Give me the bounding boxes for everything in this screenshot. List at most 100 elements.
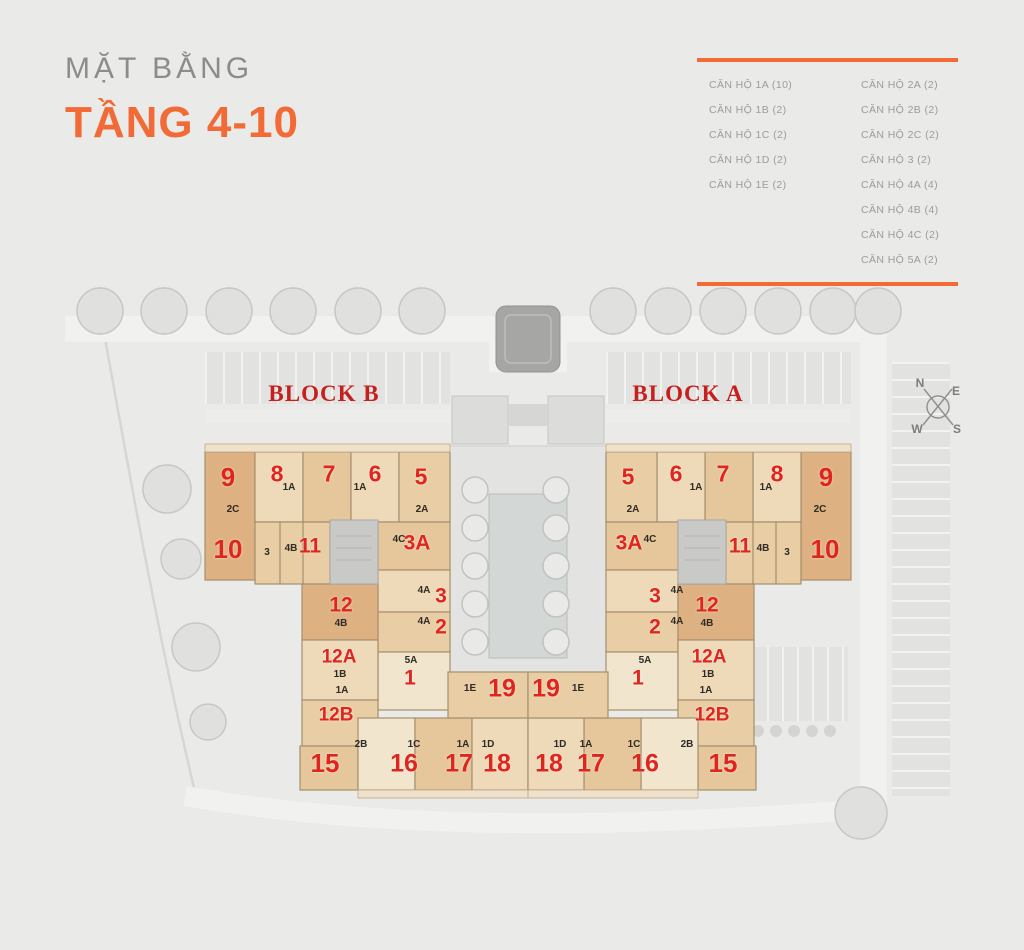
unit-number-16: 16	[390, 749, 418, 778]
unit-number-12b: 12B	[694, 704, 730, 726]
unit-type-1b: 1B	[701, 669, 715, 680]
legend-item: CĂN HỘ 4B (4)	[861, 204, 939, 216]
legend-top-rule	[697, 58, 958, 62]
legend-column-1: CĂN HỘ 1A (10) CĂN HỘ 1B (2) CĂN HỘ 1C (2)…	[709, 79, 845, 267]
legend-item: CĂN HỘ 4C (2)	[861, 229, 940, 241]
legend-bottom-rule	[697, 282, 958, 286]
unit-number-5: 5	[414, 463, 428, 490]
compass-north-label: N	[915, 376, 925, 390]
unit-number-15: 15	[708, 748, 738, 778]
unit-number-19: 19	[532, 674, 560, 703]
unit-number-2: 2	[435, 615, 447, 639]
unit-type-2b: 2B	[354, 739, 368, 750]
unit-number-16: 16	[631, 749, 659, 778]
unit-number-17: 17	[577, 749, 605, 778]
block-label-b: BLOCK B	[268, 381, 380, 406]
legend-item: CĂN HỘ 4A (4)	[861, 179, 938, 191]
compass-rose-icon	[922, 388, 954, 426]
compass-east-label: E	[951, 384, 961, 398]
unit-type-4a: 4A	[670, 585, 684, 596]
unit-type-4b: 4B	[284, 543, 298, 554]
balconies	[204, 443, 852, 799]
unit-type-3: 3	[264, 547, 270, 558]
unit-type-2a: 2A	[626, 504, 640, 515]
unit-type-2c: 2C	[813, 504, 827, 515]
header: MẶT BẰNG TẦNG 4-10	[65, 52, 299, 148]
unit-type-1a: 1A	[699, 685, 713, 696]
unit-number-7: 7	[716, 460, 730, 487]
unit-type-1a: 1A	[353, 482, 367, 493]
unit-number-18: 18	[483, 749, 511, 778]
unit-type-1b: 1B	[333, 669, 347, 680]
unit-number-17: 17	[445, 749, 473, 778]
compass-west-label: W	[911, 422, 923, 436]
unit-type-4b: 4B	[700, 618, 714, 629]
legend-item: CĂN HỘ 1B (2)	[709, 104, 787, 116]
unit-type-5a: 5A	[404, 655, 418, 666]
legend: CĂN HỘ 1A (10) CĂN HỘ 1B (2) CĂN HỘ 1C (2)…	[697, 58, 958, 286]
unit-number-10: 10	[213, 534, 243, 564]
unit-type-3: 3	[784, 547, 790, 558]
entrance-lobby	[451, 305, 605, 445]
parking-areas	[205, 352, 950, 796]
unit-number-2: 2	[649, 615, 661, 639]
legend-item: CĂN HỘ 1A (10)	[709, 79, 793, 91]
tree-icons	[76, 287, 902, 840]
unit-type-1e: 1E	[463, 683, 477, 694]
block-label-a: BLOCK A	[632, 381, 744, 406]
unit-type-1d: 1D	[553, 739, 567, 750]
unit-number-3: 3	[435, 584, 447, 608]
legend-item: CĂN HỘ 5A (2)	[861, 254, 938, 266]
unit-number-3: 3	[649, 584, 661, 608]
unit-number-6: 6	[368, 460, 382, 487]
legend-item: CĂN HỘ 1D (2)	[709, 154, 788, 166]
legend-item: CĂN HỘ 1E (2)	[709, 179, 787, 191]
unit-number-3a: 3A	[403, 531, 431, 555]
unit-type-2a: 2A	[415, 504, 429, 515]
unit-type-1c: 1C	[627, 739, 641, 750]
unit-type-4a: 4A	[417, 616, 431, 627]
courtyard	[449, 445, 607, 673]
legend-item: CĂN HỘ 2B (2)	[861, 104, 939, 116]
unit-number-7: 7	[322, 460, 336, 487]
unit-number-5: 5	[621, 463, 635, 490]
page-subtitle: MẶT BẰNG	[65, 52, 254, 85]
unit-number-6: 6	[669, 460, 683, 487]
unit-type-1a: 1A	[282, 482, 296, 493]
unit-number-9: 9	[220, 462, 236, 492]
page-title: TẦNG 4-10	[65, 98, 299, 147]
courtyard-tree-icons	[461, 476, 570, 656]
unit-type-4c: 4C	[392, 534, 406, 545]
compass-south-label: S	[952, 422, 962, 436]
unit-type-5a: 5A	[638, 655, 652, 666]
unit-number-12b: 12B	[318, 704, 354, 726]
legend-item: CĂN HỘ 1C (2)	[709, 129, 788, 141]
unit-number-12a: 12A	[321, 646, 357, 668]
stair-cores	[329, 519, 727, 585]
unit-number-12: 12	[695, 593, 719, 617]
unit-type-2c: 2C	[226, 504, 240, 515]
unit-number-3a: 3A	[615, 531, 643, 555]
unit-number-19: 19	[488, 674, 516, 703]
legend-item: CĂN HỘ 3 (2)	[861, 154, 932, 166]
unit-number-10: 10	[810, 534, 840, 564]
unit-type-1a: 1A	[579, 739, 593, 750]
unit-type-1c: 1C	[407, 739, 421, 750]
building-footprint	[204, 451, 852, 791]
legend-item: CĂN HỘ 2A (2)	[861, 79, 938, 91]
legend-column-2: CĂN HỘ 2A (2)CĂN HỘ 2B (2)CĂN HỘ 2C (2)C…	[861, 79, 952, 267]
stair-treads	[336, 535, 720, 561]
unit-type-4a: 4A	[417, 585, 431, 596]
unit-type-4a: 4A	[670, 616, 684, 627]
unit-type-1a: 1A	[335, 685, 349, 696]
unit-type-1e: 1E	[571, 683, 585, 694]
unit-number-11: 11	[298, 534, 322, 558]
unit-type-4b: 4B	[334, 618, 348, 629]
unit-type-1a: 1A	[456, 739, 470, 750]
unit-number-9: 9	[818, 462, 834, 492]
unit-type-4c: 4C	[643, 534, 657, 545]
unit-number-8: 8	[770, 460, 784, 487]
site-boundary	[96, 299, 196, 789]
